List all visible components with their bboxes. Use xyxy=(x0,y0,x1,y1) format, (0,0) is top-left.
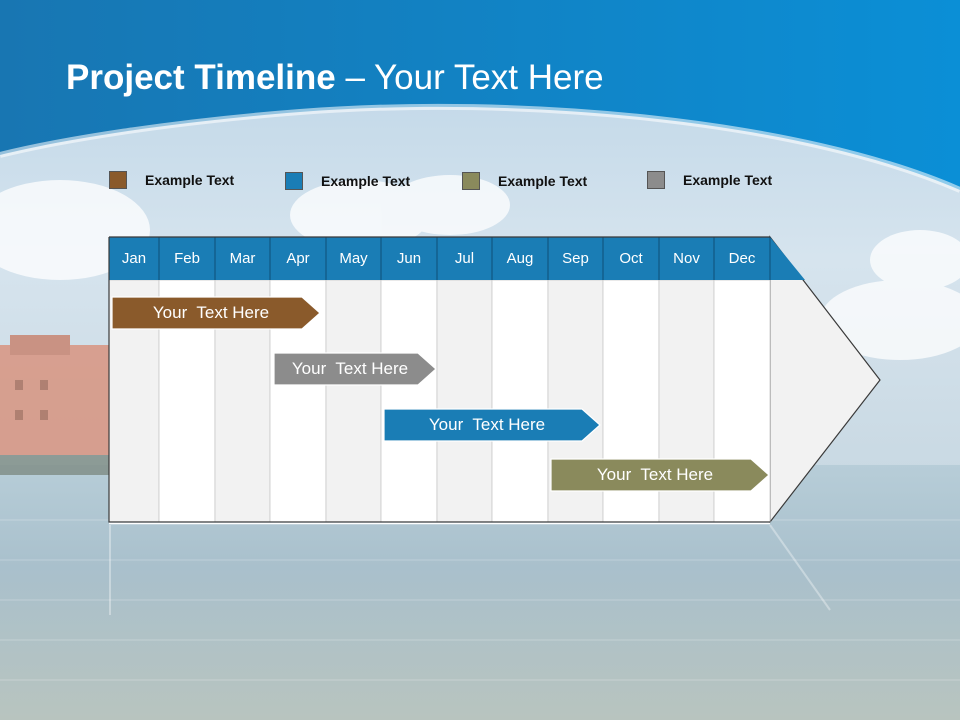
legend-label: Example Text xyxy=(321,173,411,189)
month-label: Oct xyxy=(619,250,643,267)
month-column xyxy=(436,279,493,523)
legend-swatch-olive xyxy=(462,172,480,190)
legend-swatch-blue xyxy=(285,172,303,190)
legend-item-4: Example Text xyxy=(647,169,772,191)
month-label: Dec xyxy=(728,250,756,267)
title-bold: Project Timeline xyxy=(66,58,336,97)
month-label: Mar xyxy=(229,250,256,267)
task-bar xyxy=(273,352,437,386)
month-label: Aug xyxy=(506,250,534,267)
slide-title: Project Timeline – Your Text Here xyxy=(66,58,604,98)
month-label: May xyxy=(339,250,368,267)
task-bar xyxy=(383,408,601,442)
legend-swatch-brown xyxy=(109,171,127,189)
legend-item-2: Example Text xyxy=(285,170,410,192)
month-label: Apr xyxy=(286,250,310,267)
legend-label: Example Text xyxy=(683,172,773,188)
month-label: Jul xyxy=(454,250,475,267)
month-column xyxy=(325,279,382,523)
legend-label: Example Text xyxy=(498,173,588,189)
month-column xyxy=(491,279,549,523)
task-bar xyxy=(550,458,770,492)
month-label: Jan xyxy=(121,250,147,267)
timeline-frame xyxy=(108,236,770,523)
month-header-band xyxy=(109,237,805,280)
month-label: Jun xyxy=(396,250,422,267)
month-label: Nov xyxy=(673,250,700,267)
water-texture xyxy=(0,519,960,681)
task-bar xyxy=(111,296,321,330)
legend-label: Example Text xyxy=(145,172,235,188)
legend-item-3: Example Text xyxy=(462,170,587,192)
month-column xyxy=(380,279,438,523)
title-rest: – Your Text Here xyxy=(335,58,604,97)
buildings xyxy=(0,335,110,475)
legend-swatch-gray xyxy=(647,171,665,189)
month-label: Sep xyxy=(562,250,589,267)
legend-item-1: Example Text xyxy=(109,169,234,191)
month-label: Feb xyxy=(174,250,200,267)
